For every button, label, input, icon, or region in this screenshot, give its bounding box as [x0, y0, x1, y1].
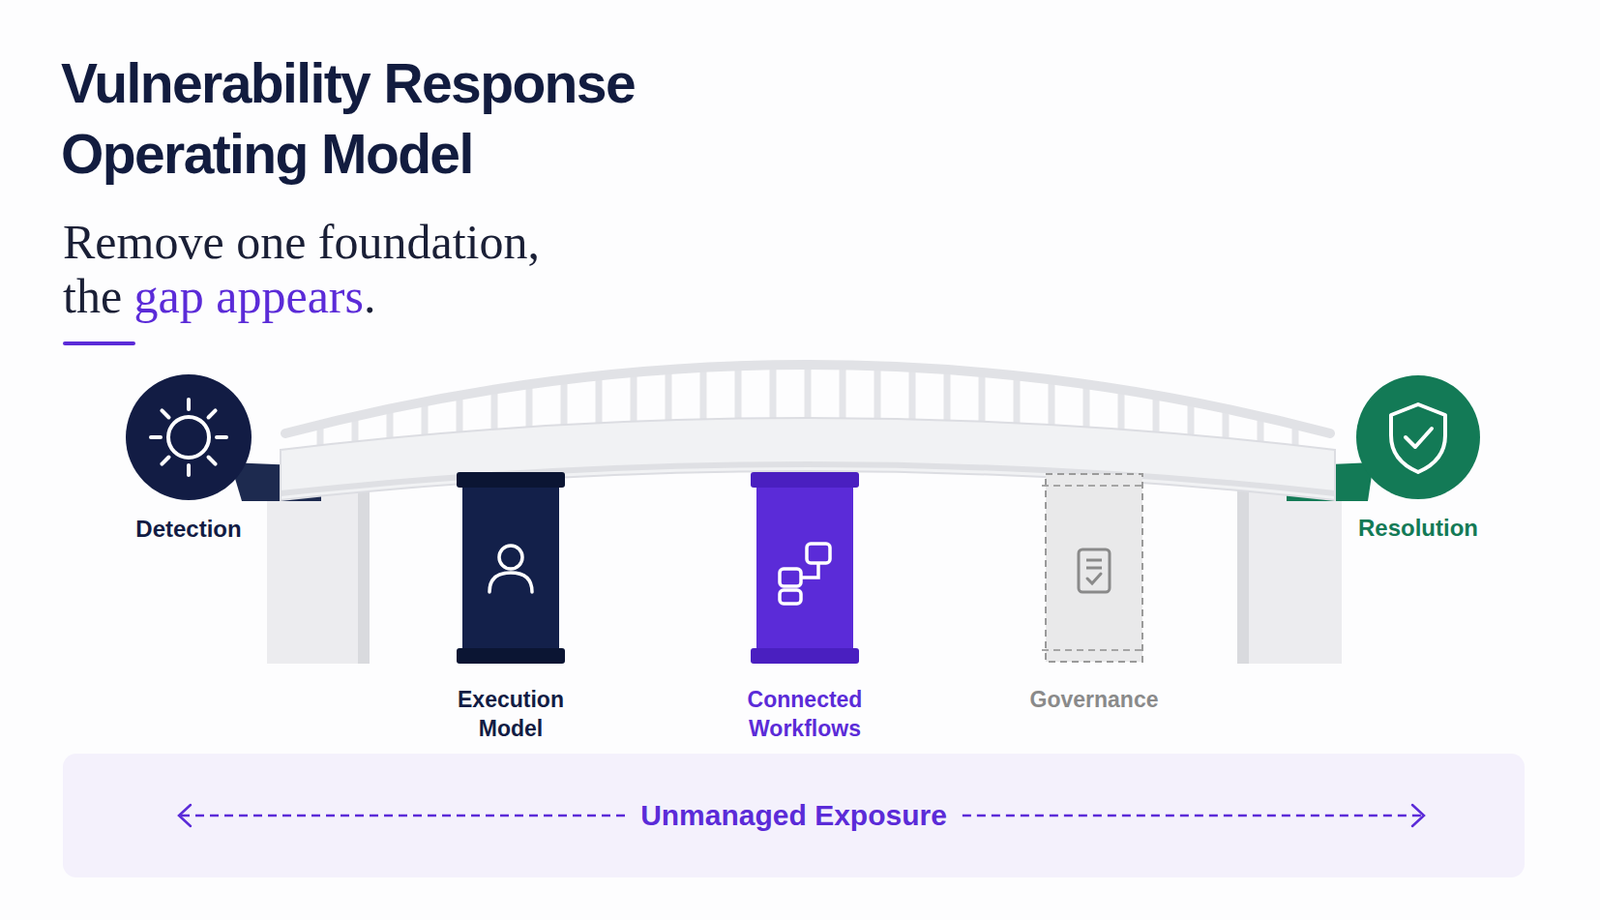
- right-abutment: [1237, 474, 1342, 664]
- pillar-cap: [1041, 484, 1147, 487]
- accent-underline: [62, 341, 136, 346]
- railing-post: [804, 364, 812, 420]
- pillar-cap: [1041, 649, 1147, 652]
- sun-icon-ray: [216, 435, 227, 440]
- subtitle-line: Remove one foundation,: [62, 214, 540, 269]
- sun-icon-ray: [150, 435, 161, 440]
- subtitle-line: thegap appears.: [62, 268, 376, 324]
- doc-icon: [1078, 549, 1110, 593]
- railing-post: [700, 367, 708, 421]
- railing-post: [1153, 395, 1160, 435]
- stage-circle: Detection: [91, 374, 286, 568]
- railing-post: [944, 369, 951, 422]
- arrow-head: [1412, 804, 1424, 827]
- doc-icon-line: [1086, 566, 1102, 570]
- diagram-title: Vulnerability Response Operating Model: [60, 48, 777, 190]
- stage-circle-shape: [1321, 375, 1515, 502]
- pillar-body: [1045, 474, 1143, 662]
- pillar-cap: [750, 648, 860, 664]
- railing-post: [839, 364, 847, 420]
- pillar-cap: [456, 472, 565, 488]
- dashed-arrow-line: [962, 814, 1423, 818]
- railing-post: [770, 364, 777, 420]
- sun-icon-ray: [161, 410, 169, 417]
- sun-icon-ray: [186, 399, 191, 410]
- stage-circle: Resolution: [1321, 375, 1515, 567]
- foundation-label: Connected Workflows: [732, 684, 878, 743]
- sun-icon-ray: [208, 410, 216, 417]
- subtitle-text: the: [62, 268, 122, 324]
- foundation-label: Governance: [997, 684, 1191, 714]
- railing-post: [1013, 375, 1021, 425]
- sun-icon-ray: [208, 457, 216, 465]
- arrow-head: [178, 804, 191, 827]
- sun-icon-ray: [161, 457, 169, 465]
- railing-post: [1118, 389, 1126, 432]
- subtitle-text: gap appears: [134, 268, 364, 324]
- railing-post: [456, 395, 464, 435]
- railing-post: [1083, 384, 1091, 429]
- flow-icon-box: [779, 590, 801, 604]
- pillar-shape: [750, 472, 860, 664]
- stage-circle-fill: [1356, 375, 1481, 500]
- pillar-shape: [1039, 472, 1149, 664]
- left-abutment: [266, 474, 370, 664]
- foundation-pillar: Governance: [997, 472, 1191, 763]
- foundation-pillar: Execution Model: [414, 472, 608, 763]
- exposure-band: Unmanaged Exposure: [62, 753, 1525, 878]
- person-icon-head: [499, 545, 523, 569]
- foundation-pillar: Connected Workflows: [708, 472, 902, 763]
- person-icon-body: [489, 572, 533, 593]
- doc-icon-check: [1087, 573, 1101, 584]
- stage-label: Detection: [91, 514, 286, 544]
- stage-circle-shape: [91, 374, 286, 503]
- band-label: Unmanaged Exposure: [640, 799, 948, 832]
- railing-post: [561, 379, 568, 427]
- railing-post: [665, 369, 673, 422]
- pillar-body: [462, 472, 560, 664]
- flow-icon-link: [800, 562, 819, 578]
- stage-label: Resolution: [1321, 513, 1515, 543]
- pillar-cap: [750, 472, 860, 488]
- railing-post: [526, 384, 534, 429]
- railing-post: [630, 372, 638, 424]
- sun-icon-core: [168, 416, 209, 458]
- dashed-arrow-line: [180, 814, 625, 818]
- railing-post: [491, 389, 499, 432]
- left-abutment-edge: [357, 474, 370, 664]
- railing-post: [595, 375, 603, 425]
- foundation-label: Execution Model: [438, 684, 584, 743]
- right-abutment-edge: [1237, 474, 1249, 664]
- pillar-cap: [456, 648, 565, 664]
- shield-icon: [1391, 404, 1446, 473]
- flow-icon-box: [806, 543, 830, 563]
- railing-post: [909, 367, 917, 421]
- railing-post: [978, 372, 986, 424]
- check-icon: [1405, 428, 1432, 447]
- pillar-shape: [456, 472, 565, 664]
- stage-circle-fill: [125, 374, 252, 501]
- pillar-body: [756, 472, 854, 664]
- subtitle-text: .: [363, 268, 377, 324]
- sun-icon-ray: [186, 465, 191, 475]
- flow-icon-box: [779, 568, 801, 587]
- railing-post: [874, 365, 882, 420]
- doc-icon-line: [1086, 559, 1102, 563]
- railing-post: [1048, 379, 1056, 427]
- railing-post: [735, 365, 742, 420]
